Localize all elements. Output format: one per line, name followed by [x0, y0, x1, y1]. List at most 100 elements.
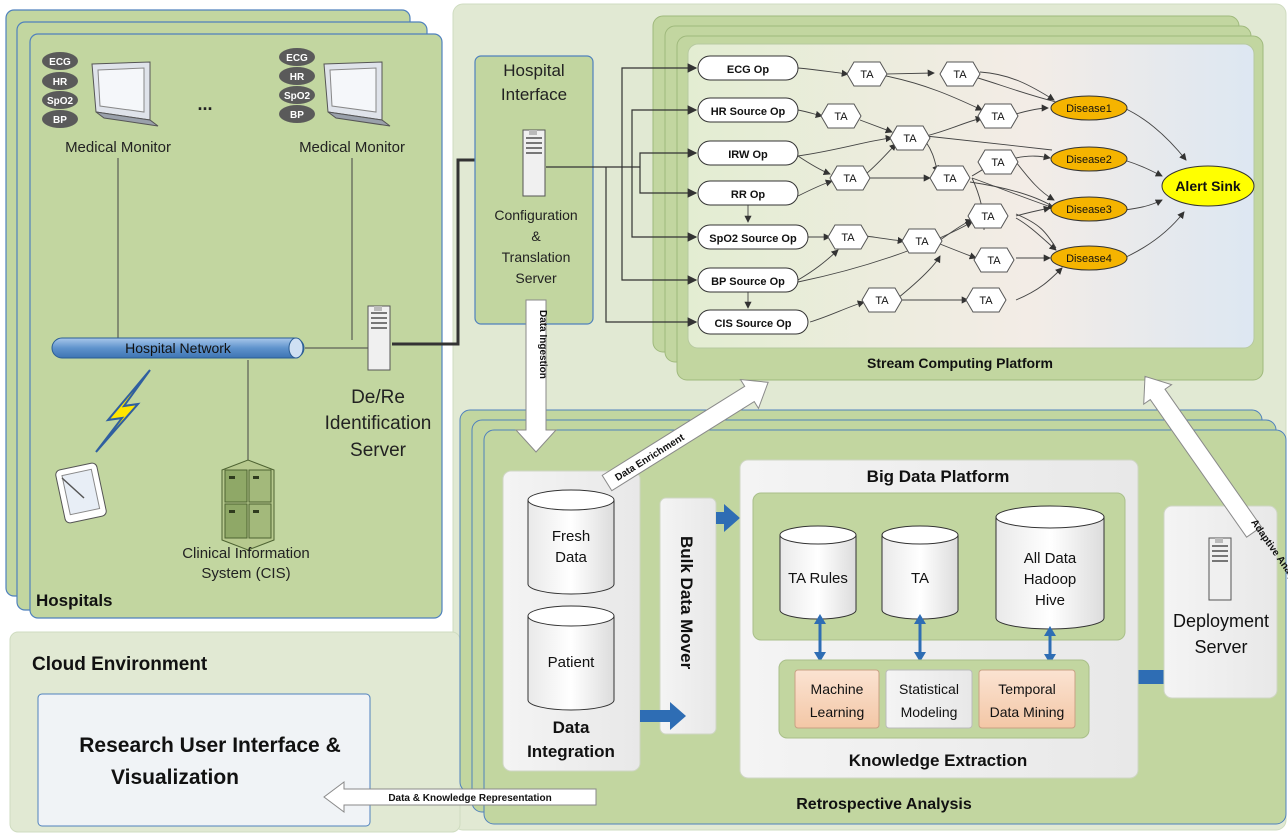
ta-node-7 — [929, 165, 971, 191]
storage-knowledge-arrows — [814, 614, 1056, 664]
fresh-data-label-1: Fresh — [552, 528, 590, 545]
alert-sink-node — [1161, 165, 1255, 207]
op-bp — [697, 267, 799, 293]
ta-rules-label: TA Rules — [788, 570, 848, 587]
stream-operators: ECG Op HR Source Op IRW Op RR Op SpO2 So… — [697, 55, 809, 335]
ml-label-2: Learning — [810, 704, 865, 720]
disease3-label: Disease3 — [1066, 204, 1112, 216]
data-integration-label-1: Data — [553, 718, 590, 737]
ta-node-label-13: TA — [875, 295, 889, 307]
ta-node-label-5: TA — [991, 111, 1005, 123]
badge-spo2-left: SpO2 — [47, 96, 74, 107]
data-integration-label-2: Integration — [527, 742, 615, 761]
deployment-label-2: Server — [1194, 637, 1247, 657]
badge-hr-right: HR — [290, 72, 305, 83]
medical-monitor-right-label: Medical Monitor — [299, 139, 405, 156]
tablet-device-icon — [55, 462, 107, 524]
op-hr — [697, 97, 799, 123]
ta-node-11 — [967, 203, 1009, 229]
ta-node-3 — [820, 103, 862, 129]
ta-node-1 — [846, 61, 888, 87]
mover-to-bigdata-arrow — [716, 504, 740, 532]
op-spo2 — [697, 224, 809, 250]
translation-server-label-4: Server — [515, 270, 557, 286]
sm-label-2: Modeling — [901, 704, 958, 720]
bulk-mover-panel — [659, 497, 717, 735]
ta-node-label-8: TA — [991, 157, 1005, 169]
ta-node-label-7: TA — [943, 173, 957, 185]
hospital-network-pipe: Hospital Network — [51, 337, 305, 359]
disease2-label: Disease2 — [1066, 154, 1112, 166]
badge-hr-left: HR — [53, 77, 68, 88]
ta-cylinder — [881, 525, 959, 620]
fresh-data-cylinder — [527, 489, 615, 595]
disease1-label: Disease1 — [1066, 103, 1112, 115]
ta-node-label-11: TA — [981, 211, 995, 223]
ta-node-10 — [901, 228, 943, 254]
ta-node-8 — [977, 149, 1019, 175]
operator-feed-lines — [546, 63, 698, 327]
knowledge-title: Knowledge Extraction — [849, 751, 1028, 770]
research-ui-label-1: Research User Interface & — [79, 734, 340, 757]
research-ui-label-2: Visualization — [111, 766, 239, 789]
dere-label-1: De/Re — [351, 387, 405, 408]
data-knowledge-arrow: Data & Knowledge Representation — [323, 781, 597, 813]
op-bp-label: BP Source Op — [711, 276, 785, 288]
badge-bp-right: BP — [290, 110, 304, 121]
patient-label: Patient — [548, 654, 596, 671]
knowledge-to-deployment-arrow — [1122, 660, 1198, 694]
research-ui-panel — [37, 693, 371, 827]
deployment-server-icon — [1208, 537, 1232, 601]
alert-sink-label: Alert Sink — [1175, 178, 1241, 194]
deployment-panel — [1163, 505, 1278, 699]
data-ingestion-arrow: Data Ingestion — [514, 299, 558, 453]
cis-servers-icon — [221, 459, 275, 551]
badge-ecg-right: ECG — [286, 53, 308, 64]
all-data-cylinder — [995, 505, 1105, 630]
ml-box — [794, 669, 880, 729]
op-ecg — [697, 55, 799, 81]
medical-monitor-left-icon — [91, 61, 159, 127]
all-data-label-2: Hadoop — [1024, 571, 1077, 588]
ta-node-4 — [889, 125, 931, 151]
ta-store-label: TA — [911, 570, 929, 587]
translation-server-icon — [522, 129, 546, 197]
dere-server-icon — [367, 305, 391, 371]
tdm-box — [978, 669, 1076, 729]
stream-title: Stream Computing Platform — [867, 355, 1053, 371]
ta-node-label-3: TA — [834, 111, 848, 123]
ta-node-label-2: TA — [953, 69, 967, 81]
wireless-lightning-icon — [95, 369, 151, 453]
op-spo2-label: SpO2 Source Op — [709, 233, 797, 245]
op-ecg-label: ECG Op — [727, 64, 769, 76]
signal-badges-left: ECG HR SpO2 BP — [42, 52, 78, 128]
ta-node-label-10: TA — [915, 236, 929, 248]
ta-node-14 — [965, 287, 1007, 313]
hospitals-title: Hospitals — [36, 591, 113, 610]
ta-node-6 — [829, 165, 871, 191]
bulk-mover-label: Bulk Data Mover — [677, 536, 696, 670]
op-rr — [697, 180, 799, 206]
ta-node-13 — [861, 287, 903, 313]
badge-spo2-right: SpO2 — [284, 91, 311, 102]
hospital-network-label: Hospital Network — [125, 340, 232, 356]
signal-badges-right: ECG HR SpO2 BP — [279, 48, 315, 123]
medical-monitor-right-icon — [323, 61, 391, 127]
badge-ecg-left: ECG — [49, 57, 71, 68]
cis-label-2: System (CIS) — [201, 565, 290, 582]
ta-node-label-6: TA — [843, 173, 857, 185]
ta-node-label-1: TA — [860, 69, 874, 81]
big-data-title: Big Data Platform — [867, 467, 1010, 486]
sm-box — [885, 669, 973, 729]
tdm-label-2: Data Mining — [990, 704, 1065, 720]
hospital-interface-title-1: Hospital — [503, 61, 564, 80]
disease-nodes: Disease1 Disease2 Disease3 Disease4 — [1050, 95, 1128, 271]
disease3-node — [1050, 196, 1128, 222]
all-data-label-3: Hive — [1035, 592, 1065, 609]
ta-node-label-14: TA — [979, 295, 993, 307]
ta-node-label-9: TA — [841, 232, 855, 244]
patient-cylinder — [527, 605, 615, 711]
op-hr-label: HR Source Op — [711, 106, 786, 118]
translation-server-label-1: Configuration — [494, 207, 577, 223]
op-irw — [697, 140, 799, 166]
